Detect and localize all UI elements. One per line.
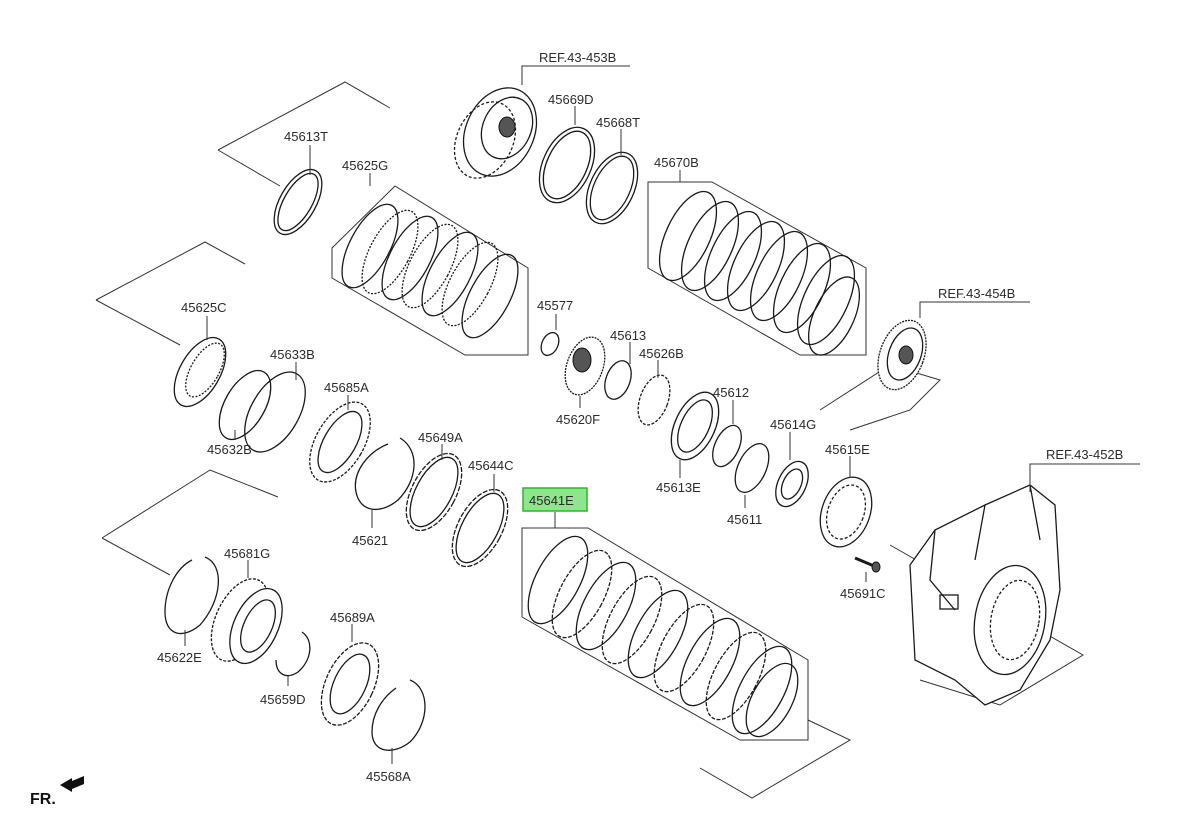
ring-45669d[interactable] [528, 119, 605, 212]
piston-45685a[interactable] [297, 392, 383, 492]
group-box-45625c-lower [95, 299, 181, 346]
group-box-45641e-ext [699, 719, 852, 799]
label-45620f: 45620F [556, 412, 600, 427]
snap-ring-45568a[interactable] [371, 679, 426, 751]
leader-ref-454b [919, 301, 1030, 318]
group-box-45625g [331, 185, 529, 356]
ring-45669d-inner [542, 130, 592, 200]
label-45649a: 45649A [418, 430, 463, 445]
snap-ring-45622e[interactable] [164, 556, 219, 635]
oil-pump-ref-453b[interactable] [443, 76, 551, 188]
label-45625c: 45625C [181, 300, 227, 315]
leader-ref-453b [521, 65, 630, 85]
ring-45633b[interactable] [232, 362, 318, 462]
snap-ring-45659d[interactable] [275, 631, 311, 677]
hub-45620f[interactable] [558, 332, 612, 401]
label-45641e: 45641E [529, 493, 574, 508]
label-45612: 45612 [713, 385, 749, 400]
snap-ring-45613[interactable] [600, 357, 636, 403]
leader-ref-452b [1029, 463, 1140, 492]
label-45568a: 45568A [366, 769, 411, 784]
group-box-454b [819, 364, 941, 431]
label-highlight-45641e[interactable] [522, 487, 588, 512]
piston-45613e[interactable] [662, 385, 729, 467]
clutch-pack-45625g[interactable] [331, 196, 530, 346]
label-45685a: 45685A [324, 380, 369, 395]
label-45615e: 45615E [825, 442, 870, 457]
label-45681g: 45681G [224, 546, 270, 561]
plate-45644c-inner [455, 492, 505, 564]
plate-45649a[interactable] [395, 445, 473, 540]
label-fr: FR. [30, 791, 56, 808]
retainer-45614g[interactable] [769, 456, 815, 511]
label-45691c: 45691C [840, 586, 886, 601]
group-box-45641e [521, 527, 809, 741]
label-ref-452b: REF.43-452B [1046, 447, 1123, 462]
plate-45649a-inner [409, 456, 459, 528]
label-45622e: 45622E [157, 650, 202, 665]
washer-45577[interactable] [538, 330, 563, 359]
plate-45644c[interactable] [441, 481, 519, 576]
arrow-left-icon [60, 776, 84, 792]
label-45611: 45611 [727, 512, 762, 527]
label-45670b: 45670B [654, 155, 699, 170]
label-45632b: 45632B [207, 442, 252, 457]
label-45613e: 45613E [656, 480, 701, 495]
group-box-45613t-lower [217, 149, 281, 187]
clutch-pack-45670b[interactable] [648, 183, 870, 362]
ring-45632b[interactable] [209, 362, 282, 448]
label-45625g: 45625G [342, 158, 388, 173]
label-ref-453b: REF.43-453B [539, 50, 616, 65]
group-box-45670b [647, 181, 867, 356]
label-45613: 45613 [610, 328, 646, 343]
label-45614g: 45614G [770, 417, 816, 432]
retainer-45614g-inner [780, 468, 804, 500]
label-ref-454b: REF.43-454B [938, 286, 1015, 301]
label-45669d: 45669D [548, 92, 594, 107]
label-45577: 45577 [537, 298, 573, 313]
label-45659d: 45659D [260, 692, 306, 707]
label-45621: 45621 [352, 533, 388, 548]
label-45644c: 45644C [468, 458, 514, 473]
label-45689a: 45689A [330, 610, 375, 625]
gear-ref-454b[interactable] [869, 314, 935, 397]
ring-45668t[interactable] [576, 144, 648, 231]
bolt-45691c[interactable] [854, 556, 881, 573]
retainer-45615e[interactable] [811, 470, 881, 554]
snap-ring-45621[interactable] [354, 437, 415, 511]
group-box-45681g [101, 469, 279, 539]
label-45668t: 45668T [596, 115, 640, 130]
label-45633b: 45633B [270, 347, 315, 362]
seal-45611[interactable] [728, 439, 775, 498]
hub-45625c[interactable] [164, 329, 237, 415]
clutch-pack-45641e[interactable] [516, 527, 808, 744]
plate-45689a-inner [329, 653, 371, 715]
snap-ring-45613t[interactable] [264, 162, 331, 242]
label-45613t: 45613T [284, 129, 328, 144]
piston-45613e-inner [677, 399, 713, 453]
seal-45612[interactable] [707, 421, 747, 471]
group-box-45613t [217, 81, 391, 151]
group-box-45681g-lower [101, 537, 171, 576]
label-45626b: 45626B [639, 346, 684, 361]
bearing-45626b[interactable] [632, 371, 676, 429]
front-direction-indicator: FR. [30, 776, 84, 808]
snap-ring-45613t-inner [277, 172, 319, 232]
group-box-45625c [95, 241, 246, 301]
drum-45681g[interactable] [200, 570, 293, 672]
plate-45689a[interactable] [310, 634, 391, 734]
ring-45668t-inner [589, 155, 635, 221]
transmission-case-ref-452b[interactable] [909, 484, 1061, 706]
